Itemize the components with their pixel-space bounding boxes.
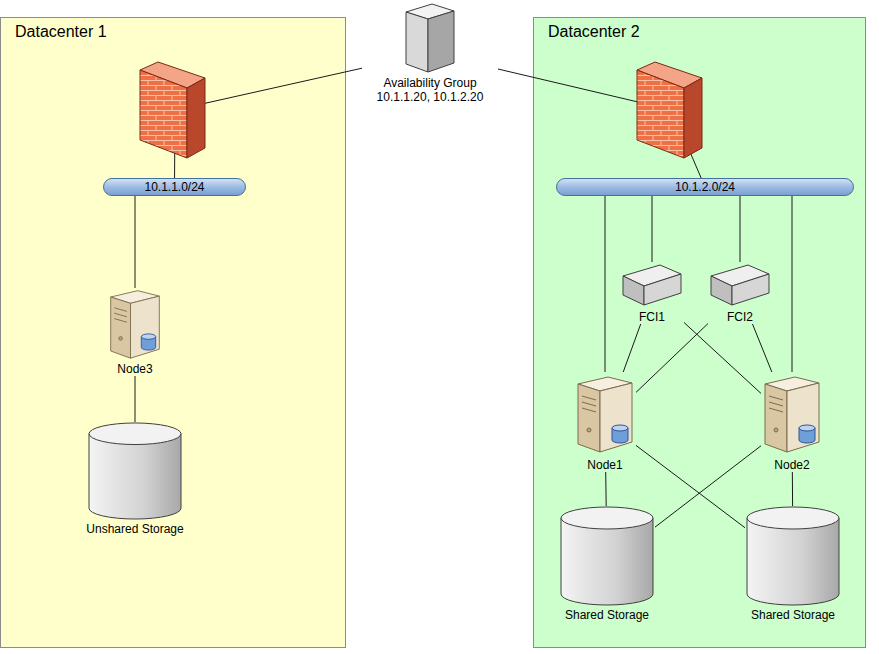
connector-line bbox=[752, 324, 771, 372]
region-title: Datacenter 2 bbox=[534, 18, 640, 41]
circle-part bbox=[119, 337, 123, 341]
polygon-part bbox=[131, 296, 160, 358]
ellipse-part bbox=[561, 507, 653, 529]
server-node: Node2 bbox=[761, 372, 823, 472]
region-title: Datacenter 1 bbox=[1, 18, 107, 41]
path-part bbox=[747, 518, 839, 605]
box-icon bbox=[620, 262, 684, 308]
polygon-part bbox=[732, 274, 769, 305]
connector-line bbox=[684, 322, 761, 393]
connector-line bbox=[792, 196, 793, 372]
polygon-part bbox=[406, 12, 428, 72]
network-segment: 10.1.2.0/24 bbox=[556, 178, 854, 196]
polygon-part bbox=[578, 384, 600, 452]
connector-line bbox=[636, 445, 745, 527]
node-label: Availability Group 10.1.1.20, 10.1.2.20 bbox=[366, 76, 494, 104]
disk-icon bbox=[87, 422, 183, 520]
connector-line bbox=[605, 196, 606, 372]
disk-icon bbox=[745, 506, 841, 606]
connector-line bbox=[605, 472, 606, 506]
path-part bbox=[114, 308, 127, 322]
node-label: Node1 bbox=[587, 458, 622, 472]
server-node: Node1 bbox=[574, 372, 636, 472]
g-part bbox=[578, 377, 632, 452]
polygon-part bbox=[765, 384, 787, 452]
connector-line bbox=[135, 196, 136, 288]
tall-icon bbox=[402, 2, 458, 74]
ellipse-part bbox=[747, 507, 839, 529]
connector-line bbox=[792, 472, 793, 506]
server-icon bbox=[574, 372, 636, 456]
path-part bbox=[89, 434, 181, 519]
datacenter-region: Datacenter 2 10.1.2.0/24FCI1 FCI2Node1 Node… bbox=[533, 17, 866, 648]
polygon-part bbox=[623, 276, 644, 305]
connector-line bbox=[652, 196, 653, 262]
g-part bbox=[711, 265, 769, 305]
firewall-icon bbox=[140, 62, 205, 158]
connector-line bbox=[135, 376, 136, 422]
path-part bbox=[582, 396, 596, 412]
node-label: FCI1 bbox=[639, 310, 665, 324]
storage-cylinder: Shared Storage bbox=[559, 506, 655, 622]
polygon-part bbox=[684, 78, 702, 158]
path-part bbox=[561, 518, 653, 605]
polygon-part bbox=[428, 11, 454, 72]
polygon-part bbox=[140, 62, 205, 88]
connector-line bbox=[498, 69, 701, 178]
path-part bbox=[769, 396, 783, 412]
node-label: Shared Storage bbox=[751, 608, 835, 622]
firewall-icon bbox=[637, 62, 702, 158]
polygon-part bbox=[637, 62, 702, 88]
g-part bbox=[623, 265, 681, 305]
connector-line bbox=[175, 68, 362, 178]
circle-part bbox=[587, 428, 591, 432]
node-label: Unshared Storage bbox=[86, 522, 183, 536]
box-icon bbox=[708, 262, 772, 308]
polygon-part bbox=[644, 274, 681, 305]
network-segment: 10.1.1.0/24 bbox=[103, 178, 246, 196]
node-label: Shared Storage bbox=[565, 608, 649, 622]
server-node: Node3 bbox=[104, 288, 166, 376]
g-part bbox=[111, 291, 160, 359]
cluster-instance: FCI1 bbox=[620, 262, 684, 324]
storage-cylinder: Unshared Storage bbox=[82, 422, 188, 536]
connector-line bbox=[636, 324, 708, 393]
polygon-part bbox=[711, 276, 732, 305]
ellipse-part bbox=[89, 423, 181, 445]
storage-cylinder: Shared Storage bbox=[745, 506, 841, 622]
node-label: Node3 bbox=[117, 362, 152, 376]
availability-group: Availability Group 10.1.1.20, 10.1.2.20 bbox=[362, 2, 498, 104]
circle-part bbox=[774, 428, 778, 432]
server-icon bbox=[104, 288, 166, 360]
node-label: FCI2 bbox=[727, 310, 753, 324]
connector-line bbox=[740, 196, 741, 262]
connector-line bbox=[623, 324, 640, 372]
ellipse-part bbox=[799, 425, 815, 431]
polygon-part bbox=[637, 70, 684, 158]
polygon-part bbox=[187, 78, 205, 158]
node-label: Node2 bbox=[774, 458, 809, 472]
network-label: 10.1.2.0/24 bbox=[675, 180, 735, 194]
polygon-part bbox=[787, 383, 819, 452]
ellipse-part bbox=[612, 425, 628, 431]
g-part bbox=[406, 4, 454, 72]
cluster-instance: FCI2 bbox=[708, 262, 772, 324]
ellipse-part bbox=[141, 334, 155, 339]
polygon-part bbox=[140, 70, 187, 158]
g-part bbox=[765, 377, 819, 452]
datacenter-region: Datacenter 1 10.1.1.0/24Node3Unshared Sto… bbox=[0, 17, 346, 648]
polygon-part bbox=[111, 297, 131, 358]
server-icon bbox=[761, 372, 823, 456]
disk-icon bbox=[559, 506, 655, 606]
connector-line bbox=[655, 446, 761, 527]
network-label: 10.1.1.0/24 bbox=[144, 180, 204, 194]
polygon-part bbox=[600, 383, 632, 452]
